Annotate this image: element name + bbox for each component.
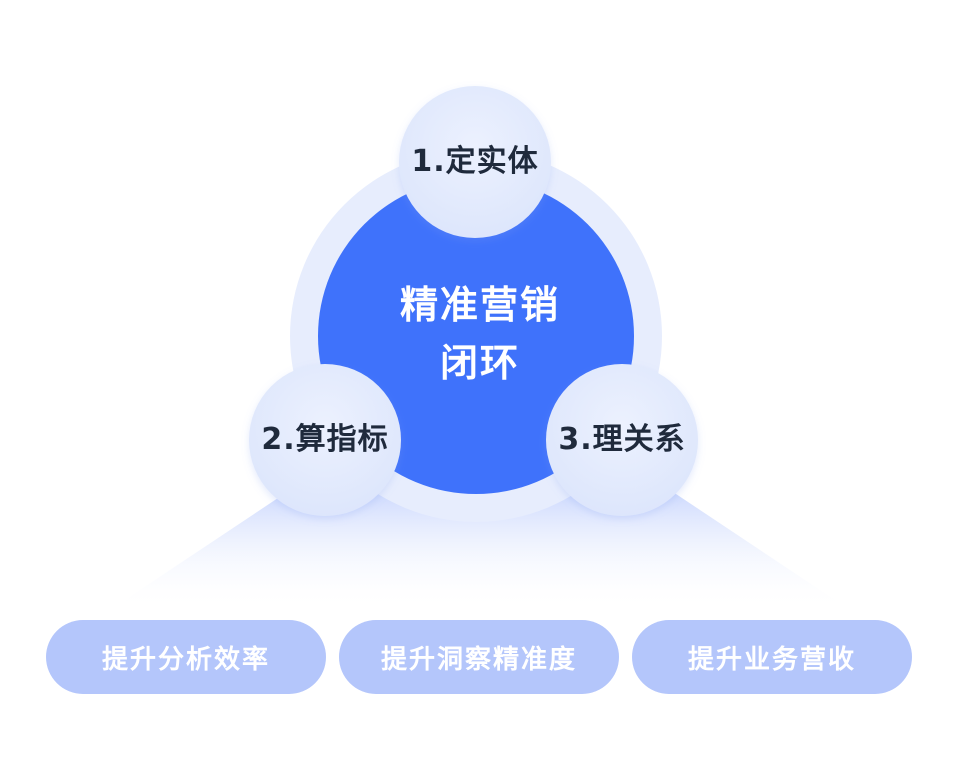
outcome-label: 提升业务营收 bbox=[687, 644, 856, 675]
center-title-line1: 精准营销 bbox=[399, 283, 560, 327]
center-title-line2: 闭环 bbox=[439, 341, 520, 385]
node-label-manage-relations: 3.理关系 bbox=[558, 422, 686, 457]
outcome-pill-analysis-efficiency: 提升分析效率 bbox=[46, 620, 326, 694]
outcome-label: 提升分析效率 bbox=[101, 644, 270, 675]
fan-shape bbox=[110, 490, 850, 610]
node-label-compute-metrics: 2.算指标 bbox=[261, 422, 389, 457]
outcome-label: 提升洞察精准度 bbox=[380, 644, 577, 675]
outcome-pill-insight-accuracy: 提升洞察精准度 bbox=[339, 620, 619, 694]
center-title: 精准营销 闭环 bbox=[360, 276, 600, 392]
outcome-pill-business-revenue: 提升业务营收 bbox=[632, 620, 912, 694]
node-circle-2 bbox=[249, 364, 401, 516]
node-label-define-entity: 1.定实体 bbox=[411, 144, 539, 179]
node-circle-3 bbox=[546, 364, 698, 516]
node-circle-1 bbox=[399, 86, 551, 238]
